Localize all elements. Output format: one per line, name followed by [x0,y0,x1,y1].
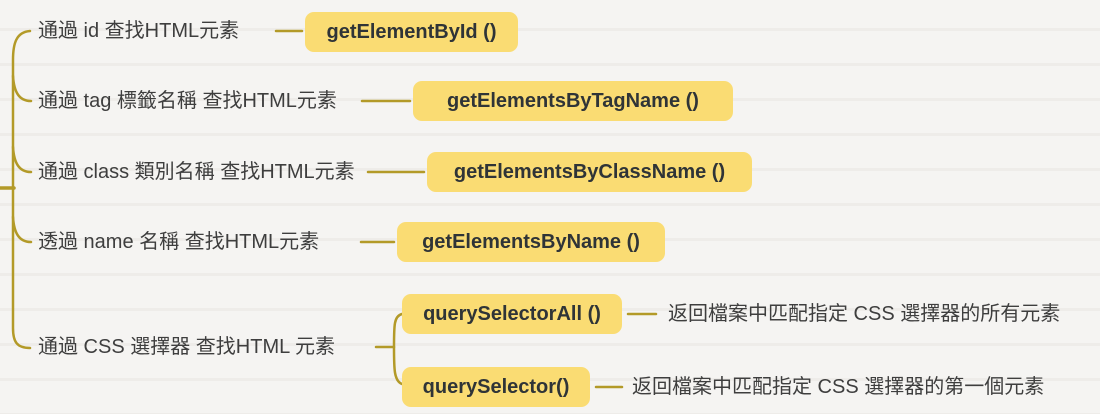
branch-curve-2 [11,74,33,103]
topic-find-by-tag[interactable]: 通過 tag 標籤名稱 查找HTML元素 [38,90,337,112]
topic-find-by-class[interactable]: 通過 class 類別名稱 查找HTML元素 [38,161,355,183]
fork-curve [392,312,404,386]
description-querySelectorAll: 返回檔案中匹配指定 CSS 選擇器的所有元素 [668,303,1061,325]
branch-curve-3 [11,145,33,174]
method-querySelector[interactable]: querySelector() [402,367,590,407]
topic-find-by-id[interactable]: 通過 id 查找HTML元素 [38,20,240,42]
branch-curve-4 [11,215,33,244]
description-querySelector: 返回檔案中匹配指定 CSS 選擇器的第一個元素 [632,376,1045,398]
method-getElementById[interactable]: getElementById () [305,12,518,52]
topic-find-by-css-selector[interactable]: 通過 CSS 選擇器 查找HTML 元素 [38,336,336,358]
method-getElementsByTagName[interactable]: getElementsByTagName () [413,81,733,121]
topic-find-by-name[interactable]: 透過 name 名稱 查找HTML元素 [38,231,320,253]
method-getElementsByClassName[interactable]: getElementsByClassName () [427,152,752,192]
method-querySelectorAll[interactable]: querySelectorAll () [402,294,622,334]
spine [11,29,32,350]
method-getElementsByName[interactable]: getElementsByName () [397,222,665,262]
